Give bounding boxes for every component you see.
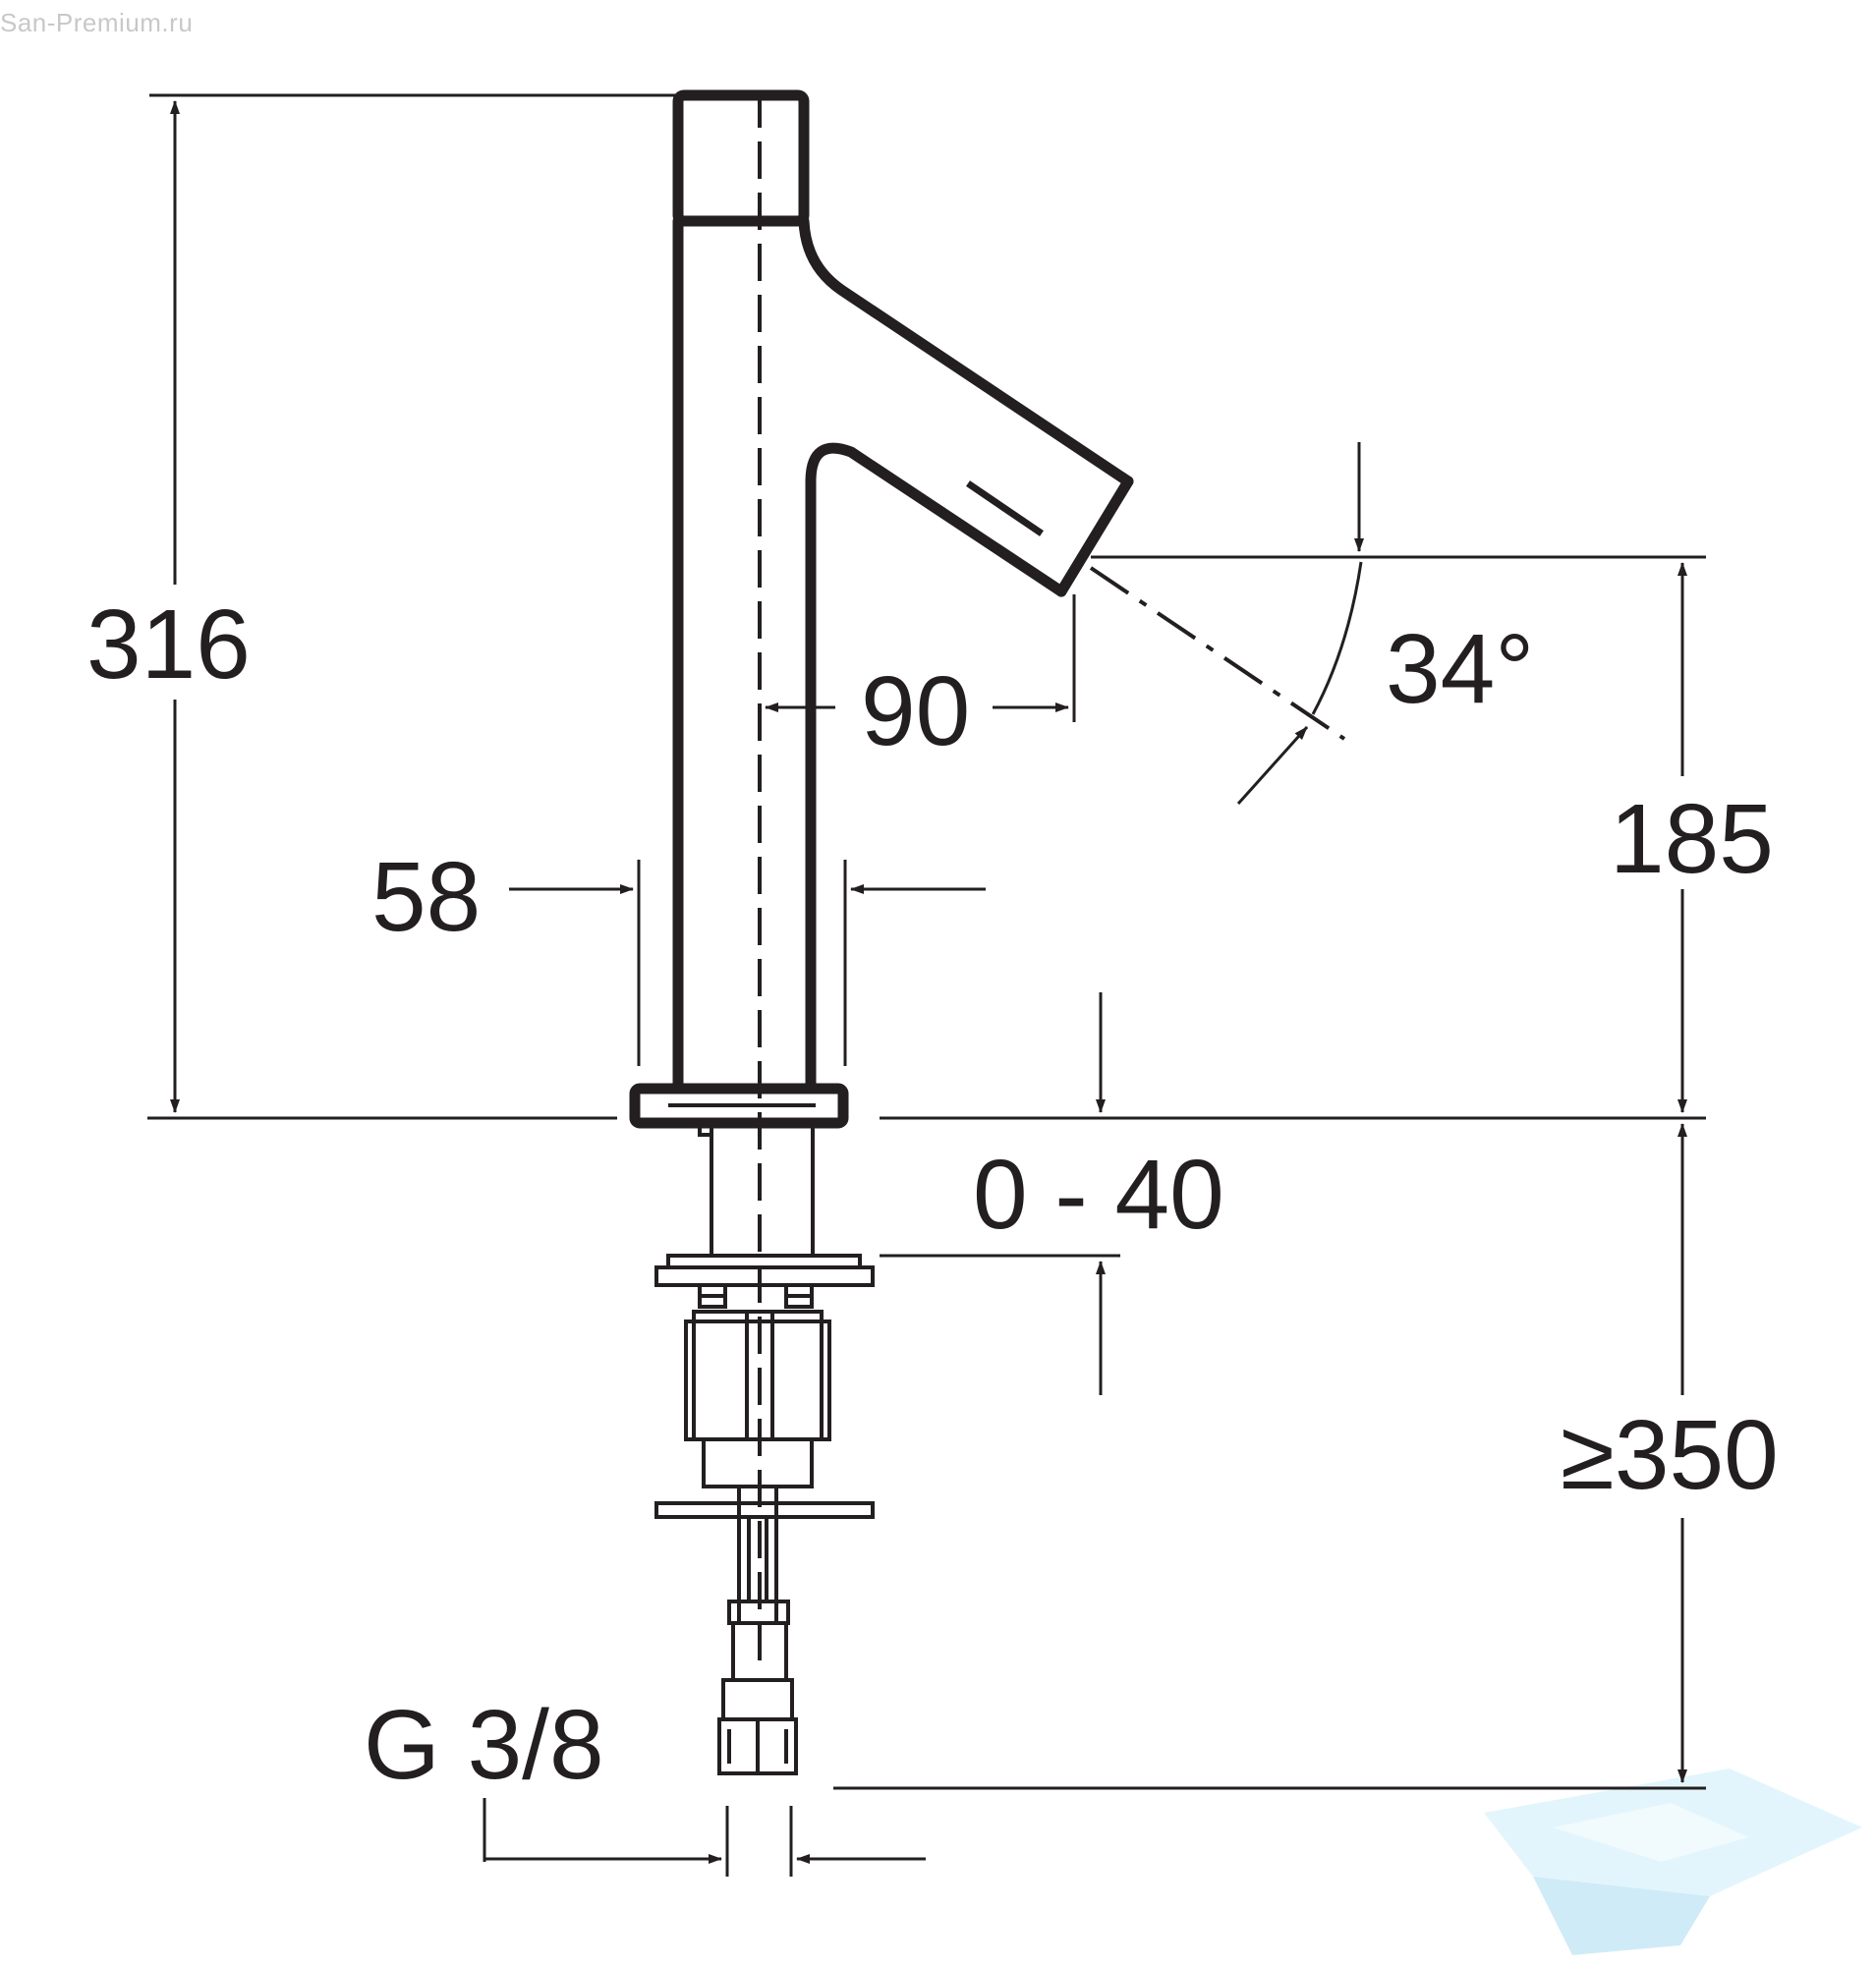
spout-aerator-line <box>966 480 1044 536</box>
brand-logo-watermark <box>1484 1768 1862 1955</box>
dimension-label-connection-thread: G 3/8 <box>364 1690 604 1800</box>
dimension-label-spout-reach: 90 <box>861 656 970 766</box>
mounting-shank <box>654 1121 875 1775</box>
dimension-label-overall-height: 316 <box>86 590 251 700</box>
dimension-lines <box>147 93 1706 1877</box>
dimension-label-deck-thickness: 0 - 40 <box>973 1140 1224 1250</box>
dimension-label-body-diameter: 58 <box>371 842 481 952</box>
spray-direction-line <box>1089 566 1346 741</box>
faucet-body <box>672 89 1134 1092</box>
dimension-label-hose-length: ≥350 <box>1561 1400 1779 1510</box>
dimension-label-spout-height: 185 <box>1610 784 1774 894</box>
site-watermark: San-Premium.ru <box>0 8 194 37</box>
dimension-label-spray-angle: 34° <box>1386 614 1534 724</box>
base-plate <box>629 1083 849 1129</box>
